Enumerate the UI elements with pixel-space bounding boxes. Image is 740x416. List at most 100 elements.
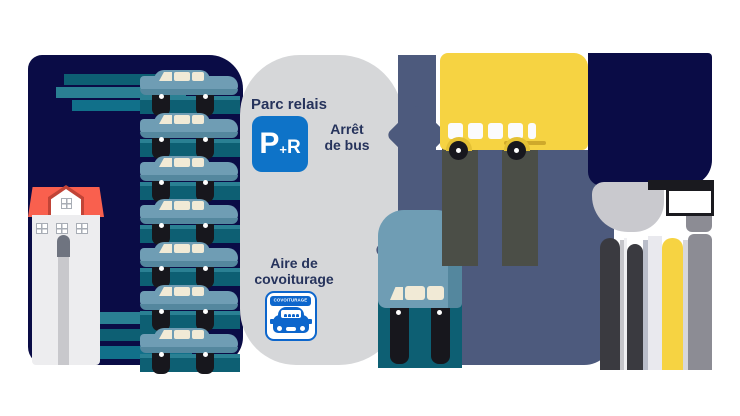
wheel-hub [203,137,208,142]
car-icon-passenger [283,314,287,317]
bus-window [468,123,483,139]
car-road-edge [140,139,240,143]
house-door [57,235,70,257]
wheel-hub [514,148,519,153]
platform-edge-gap [683,240,688,370]
car-icon-passenger [295,314,299,317]
car-wheel [152,131,170,159]
bus-illustration [440,53,590,268]
car-wheel [431,298,450,364]
wheel-hub [159,223,164,228]
car-road-edge [140,225,240,229]
wheel-hub [159,94,164,99]
car-wheel [152,346,170,374]
queued-car-illustration [138,328,240,376]
car-wheel [196,174,214,202]
bus-stop-label-line2: de bus [324,137,370,153]
car-window [192,244,204,253]
bus-window [448,123,463,139]
pr-sign-plus: + [279,141,287,157]
wheel-hub [203,94,208,99]
car-icon-mirror [270,319,274,324]
wheel-hub [396,310,401,315]
wheel-hub [203,180,208,185]
bus-windows [448,123,584,139]
car-road-edge [140,268,240,272]
wheel-hub [159,309,164,314]
car-icon-grille [286,327,296,331]
carpool-area-label-line2: covoiturage [254,271,334,287]
teal-road-bar [56,87,186,98]
bus-stop-label: Arrêt de bus [316,121,378,153]
car-windshield [159,201,172,210]
car-wheel [152,88,170,116]
car-window [174,330,190,339]
car-body-shade [140,175,238,181]
bus-shadow-track [442,148,478,266]
car-windshield [159,244,172,253]
car-window [192,287,204,296]
car-window [174,201,190,210]
pr-sign-r: R [286,137,301,158]
car-window [405,286,425,300]
wheel-hub [203,309,208,314]
car-wheel [152,174,170,202]
car-window [174,115,190,124]
queued-car-illustration [138,199,240,247]
car-wheel [196,346,214,374]
car-window [174,72,190,81]
rail-track [627,244,643,370]
queued-car-illustration [138,242,240,290]
wheel-hub [437,310,442,315]
house-window [56,223,68,234]
car-wheel [196,260,214,288]
platform-canopy [592,182,664,232]
car-icon-headlight [277,326,282,331]
car-wheel [152,217,170,245]
pr-sign-p: P [259,127,280,160]
covoiturage-sign-text: COVOITURAGE [273,298,308,304]
car-window [192,72,204,81]
car-window [192,115,204,124]
car-windshield [159,287,172,296]
car-wheel [152,260,170,288]
bus-window [508,123,523,139]
queued-car-illustration [138,70,240,118]
car-wheel [196,217,214,245]
car-window [192,158,204,167]
car-window [427,286,444,300]
car-road-edge [140,311,240,315]
house-window [36,223,48,234]
wheel-hub [159,352,164,357]
park-and-ride-sign: P+R [252,116,308,172]
bus-window-partial [528,123,536,139]
car-windshield [159,158,172,167]
car-windshield [159,115,172,124]
queued-car-illustration [138,113,240,161]
wheel-hub [159,180,164,185]
dormer-window [61,198,72,209]
car-body-shade [140,89,238,95]
car-icon-passenger [287,314,291,317]
car-window [174,158,190,167]
car-icon-windshield [281,310,301,318]
car-road-edge [140,182,240,186]
car-window [174,244,190,253]
house-illustration [28,183,104,365]
car-icon-passenger [291,314,295,317]
carpool-area-label-line1: Aire de [270,255,318,271]
driveway-path [58,257,69,365]
house-window [76,223,88,234]
wheel-hub [203,223,208,228]
car-body-shade [140,304,238,310]
teal-road-bar [72,100,186,111]
rail-gap [620,240,624,370]
car-icon-headlight [300,326,305,331]
platform-safety-line [662,238,683,370]
wheel-hub [203,352,208,357]
covoiturage-car-icon [270,307,312,337]
car-queue [138,0,240,416]
car-icon-mirror [308,319,312,324]
platform-walkway [648,236,662,370]
